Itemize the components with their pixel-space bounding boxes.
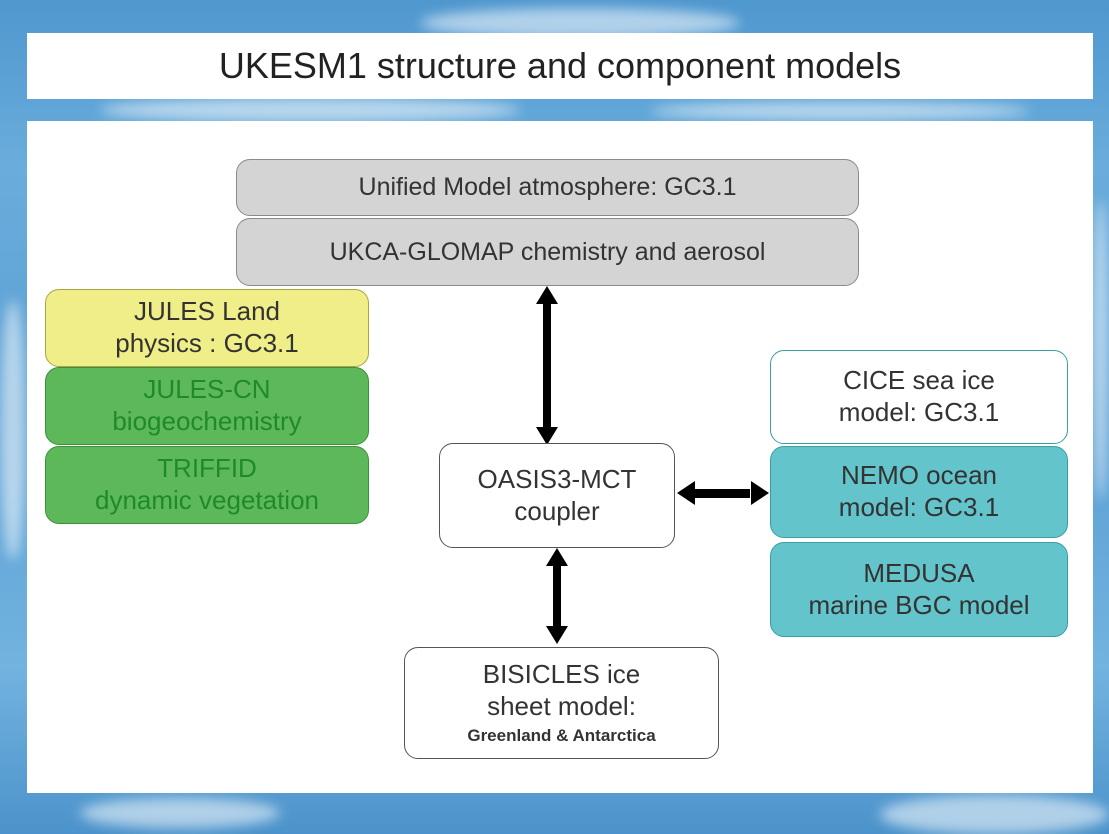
cice-line1: CICE sea ice (843, 365, 995, 396)
jules-land-box: JULES Land physics : GC3.1 (45, 289, 369, 367)
cloud-decoration (650, 102, 1030, 120)
medusa-line1: MEDUSA (863, 557, 975, 588)
arrow-atmosphere-coupler (536, 286, 558, 445)
jules-cn-box: JULES-CN biogeochemistry (45, 367, 369, 445)
jules-cn-line1: JULES-CN (143, 374, 271, 405)
medusa-box: MEDUSA marine BGC model (770, 542, 1068, 637)
triffid-line1: TRIFFID (157, 453, 257, 484)
nemo-line2: model: GC3.1 (838, 492, 1000, 522)
cloud-decoration (0, 300, 26, 560)
oasis-coupler-box: OASIS3-MCT coupler (439, 443, 675, 548)
bisicles-line3: Greenland & Antarctica (467, 726, 656, 746)
arrow-coupler-icesheet (546, 548, 568, 644)
bisicles-line1: BISICLES ice (482, 658, 641, 689)
slide-title: UKESM1 structure and component models (218, 45, 902, 86)
title-bar: UKESM1 structure and component models (27, 33, 1093, 99)
um-atmosphere-box: Unified Model atmosphere: GC3.1 (236, 159, 859, 216)
triffid-box: TRIFFID dynamic vegetation (45, 446, 369, 524)
bisicles-line2: sheet model: (487, 690, 636, 721)
cice-line2: model: GC3.1 (838, 397, 1000, 427)
medusa-line2: marine BGC model (808, 589, 1030, 620)
nemo-box: NEMO ocean model: GC3.1 (770, 446, 1068, 538)
oasis-line1: OASIS3-MCT (477, 463, 637, 494)
cloud-decoration (1092, 200, 1109, 500)
ukca-glomap-label: UKCA-GLOMAP chemistry and aerosol (329, 237, 766, 266)
jules-cn-line2: biogeochemistry (112, 406, 302, 436)
oasis-line2: coupler (514, 495, 600, 526)
cice-box: CICE sea ice model: GC3.1 (770, 350, 1068, 444)
um-atmosphere-label: Unified Model atmosphere: GC3.1 (358, 173, 737, 202)
jules-land-line1: JULES Land (134, 296, 280, 327)
arrow-coupler-ocean (677, 481, 769, 505)
jules-land-line2: physics : GC3.1 (115, 328, 299, 358)
bisicles-box: BISICLES ice sheet model: Greenland & An… (404, 647, 719, 759)
cloud-decoration (880, 795, 1109, 834)
cloud-decoration (80, 798, 280, 828)
ukca-glomap-box: UKCA-GLOMAP chemistry and aerosol (236, 218, 859, 286)
nemo-line1: NEMO ocean (840, 460, 998, 491)
cloud-decoration (100, 98, 520, 122)
triffid-line2: dynamic vegetation (94, 485, 320, 515)
